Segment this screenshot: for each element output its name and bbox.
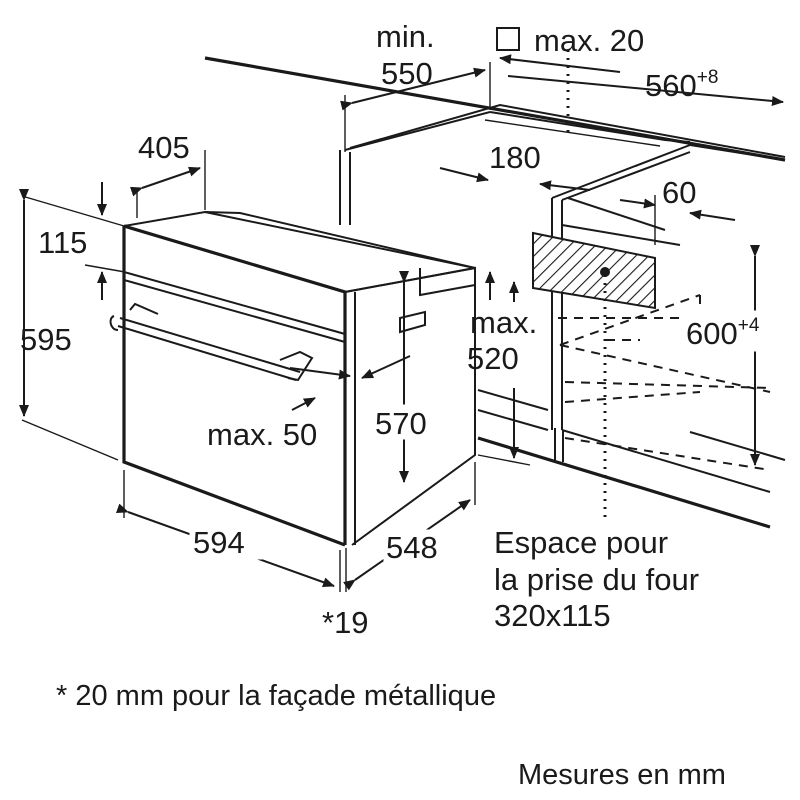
- dimension-labels: min. 550 max. 20 560+8 405 180 60 115 59…: [20, 19, 783, 640]
- label-520: 520: [467, 341, 519, 376]
- socket-note-line2: la prise du four: [494, 562, 699, 597]
- label-550: 550: [381, 56, 433, 91]
- facade-footnote: * 20 mm pour la façade métallique: [56, 680, 496, 712]
- label-19: *19: [322, 605, 369, 640]
- label-560: 560+8: [645, 67, 718, 103]
- label-600-value: 600: [686, 316, 738, 351]
- units-note: Mesures en mm: [518, 759, 726, 791]
- label-180: 180: [489, 140, 541, 175]
- label-595: 595: [20, 322, 72, 357]
- label-min: min.: [376, 19, 435, 54]
- label-560-value: 560: [645, 68, 697, 103]
- label-594: 594: [193, 525, 245, 560]
- label-max: max.: [470, 305, 537, 340]
- label-548: 548: [386, 530, 438, 565]
- label-60: 60: [662, 175, 696, 210]
- square-icon: [496, 27, 520, 51]
- label-405: 405: [138, 130, 190, 165]
- label-max50: max. 50: [207, 417, 317, 452]
- label-max20: max. 20: [534, 23, 644, 58]
- label-600-tolerance: +4: [738, 315, 760, 336]
- label-570: 570: [375, 406, 427, 441]
- notes: Espace pour la prise du four 320x115 * 2…: [56, 525, 726, 791]
- socket-note-line3: 320x115: [494, 598, 611, 633]
- label-115: 115: [38, 225, 87, 260]
- socket-area: [532, 50, 656, 520]
- cabinet-niche: [204, 56, 786, 529]
- dimension-lines: [19, 54, 784, 592]
- label-600: 600+4: [686, 315, 760, 351]
- socket-note-line1: Espace pour: [494, 525, 668, 560]
- label-560-tolerance: +8: [697, 67, 719, 88]
- oven-body: [109, 210, 476, 547]
